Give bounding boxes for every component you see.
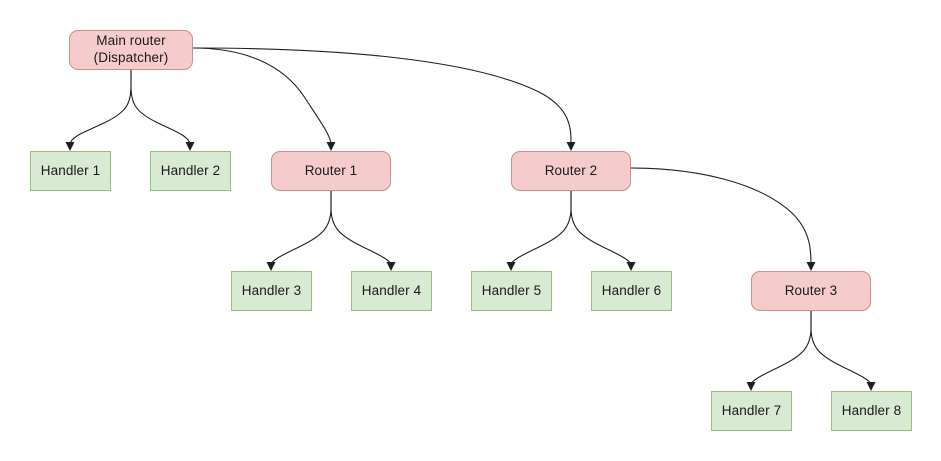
node-label-router-2: Router 2: [544, 162, 598, 178]
node-router-3[interactable]: Router 3: [751, 271, 871, 311]
node-router-2[interactable]: Router 2: [511, 151, 631, 191]
edge-router-3-to-handler-7: [750, 311, 812, 386]
node-main-router[interactable]: Main router (Dispatcher): [69, 30, 193, 70]
node-label-handler-4: Handler 4: [361, 282, 422, 298]
arrowhead-handler-5: [506, 262, 516, 271]
node-handler-6[interactable]: Handler 6: [591, 271, 672, 311]
node-label-handler-7: Handler 7: [721, 402, 782, 418]
arrowhead-handler-2: [185, 142, 195, 151]
node-handler-1[interactable]: Handler 1: [30, 151, 111, 191]
node-label-handler-2: Handler 2: [160, 162, 221, 178]
arrowhead-handler-4: [386, 262, 396, 271]
node-label-handler-8: Handler 8: [841, 402, 902, 418]
arrowhead-handler-1: [65, 142, 75, 151]
arrowhead-router-3: [806, 262, 816, 271]
node-handler-2[interactable]: Handler 2: [150, 151, 231, 191]
node-label-handler-1: Handler 1: [40, 162, 101, 178]
arrowhead-handler-3: [266, 262, 276, 271]
arrowhead-handler-7: [746, 382, 756, 391]
arrowhead-handler-6: [626, 262, 636, 271]
node-handler-3[interactable]: Handler 3: [231, 271, 312, 311]
arrowhead-handler-8: [866, 382, 876, 391]
edge-main-router-to-router-1: [192, 47, 332, 146]
node-handler-8[interactable]: Handler 8: [831, 391, 912, 431]
node-label-handler-6: Handler 6: [601, 282, 662, 298]
edge-router-2-to-router-3: [630, 167, 812, 266]
edge-main-router-to-router-2: [192, 47, 572, 146]
node-handler-5[interactable]: Handler 5: [471, 271, 552, 311]
node-handler-7[interactable]: Handler 7: [711, 391, 792, 431]
node-router-1[interactable]: Router 1: [271, 151, 391, 191]
arrowhead-router-2: [566, 142, 576, 151]
edge-router-2-to-handler-6: [570, 191, 632, 266]
node-label-router-3: Router 3: [784, 282, 838, 298]
edge-main-router-to-handler-2: [130, 70, 191, 146]
node-label-handler-3: Handler 3: [241, 282, 302, 298]
node-label-handler-5: Handler 5: [481, 282, 542, 298]
edge-main-router-to-handler-1: [69, 70, 132, 146]
arrowhead-router-1: [326, 142, 336, 151]
edge-router-2-to-handler-5: [510, 191, 572, 266]
node-label-router-1: Router 1: [304, 162, 358, 178]
edge-router-1-to-handler-4: [330, 191, 392, 266]
node-label-main-router: Main router (Dispatcher): [93, 33, 169, 65]
edge-router-3-to-handler-8: [810, 311, 872, 386]
node-handler-4[interactable]: Handler 4: [351, 271, 432, 311]
edge-router-1-to-handler-3: [270, 191, 332, 266]
